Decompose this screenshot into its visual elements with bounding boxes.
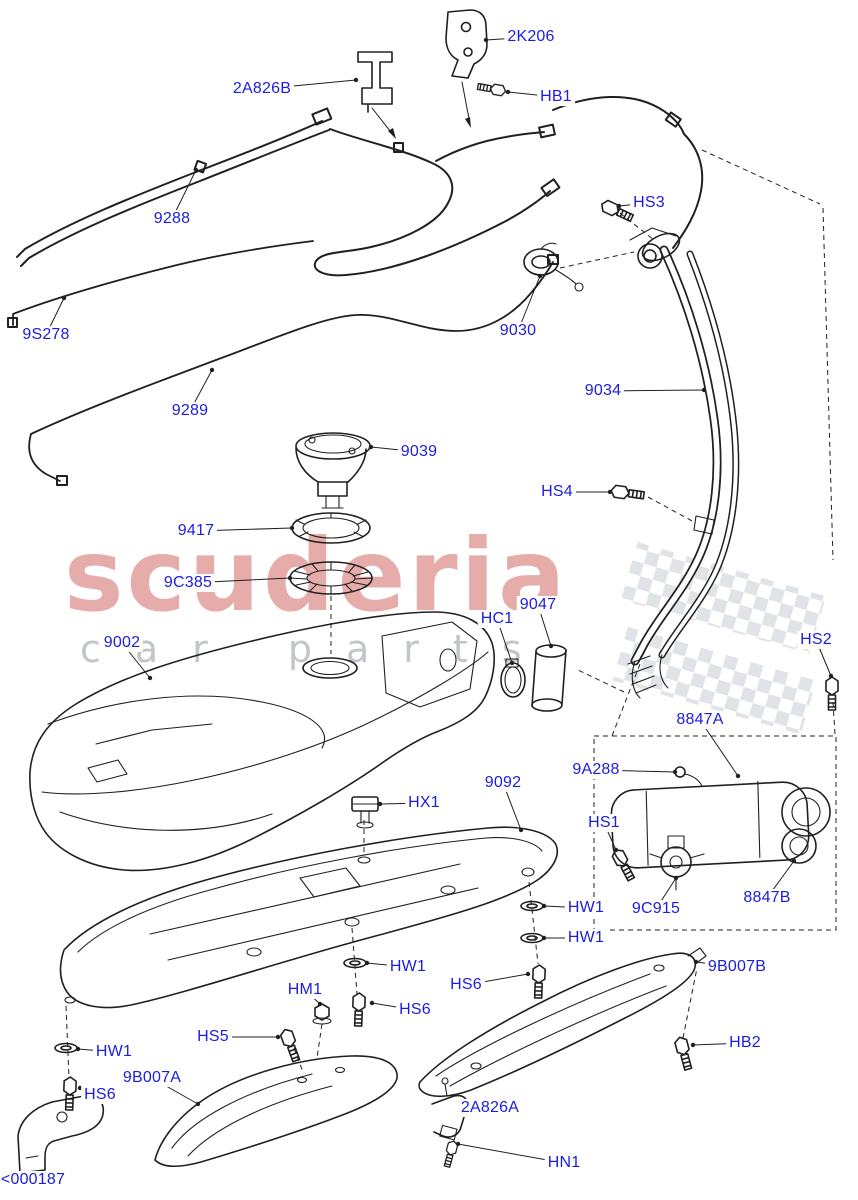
fuel-lines-harness [7, 95, 704, 486]
valve-9c915 [649, 835, 705, 891]
screw-hb1 [476, 80, 508, 98]
fitting-9a288 [674, 766, 703, 787]
nut-hm1 [312, 1003, 332, 1025]
bolt-hs2 [825, 676, 839, 711]
heat-shield-9b007b [418, 947, 707, 1098]
skid-plate-9092 [59, 826, 559, 1009]
canister-assembly-8847 [610, 766, 831, 891]
bracket-2k206 [445, 9, 488, 79]
fuel-pump-module-9039 [295, 432, 371, 509]
clamp-hc1 [500, 658, 526, 698]
clip-hx1 [351, 796, 379, 829]
bolt-hs6-a [531, 963, 547, 999]
bolt-hs6-c [62, 1075, 78, 1111]
fuel-tank-9002 [29, 611, 495, 872]
bolt-hs6-b [351, 991, 367, 1027]
bracket-2a826b [357, 51, 393, 113]
bolt-hs5 [278, 1026, 303, 1064]
assembly-arrows [371, 81, 471, 139]
bracket-000187 [17, 1094, 105, 1174]
bolt-hb2 [673, 1034, 695, 1072]
watermark-brand-text: scuderia [64, 517, 568, 634]
bolt-hs4 [609, 484, 646, 503]
washer-hw1-b [520, 932, 544, 944]
watermark-tagline-text: car parts [80, 627, 556, 671]
fuel-cap-9030 [523, 242, 584, 292]
clamp-2a826a [431, 1077, 469, 1141]
washer-hw1-d [54, 1042, 78, 1054]
filler-pipe-9034 [627, 227, 740, 699]
heat-shield-9b007a [154, 1055, 398, 1168]
assembly-dash-lines [65, 149, 837, 1079]
